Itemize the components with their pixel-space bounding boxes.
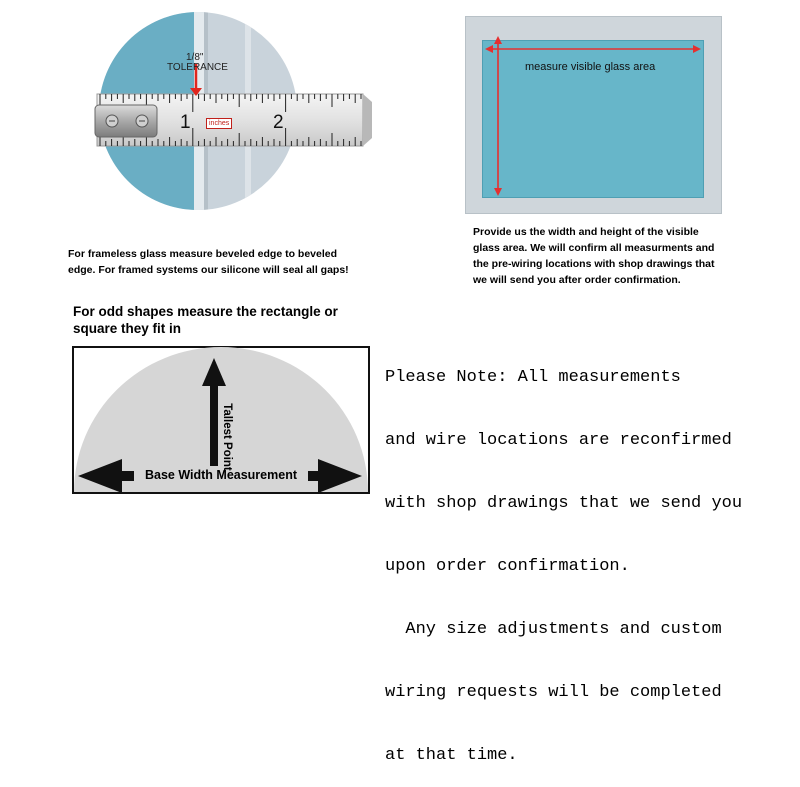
frameless-caption-line2: edge. For framed systems our silicone wi… — [68, 264, 349, 276]
glass-measure-arrows — [485, 36, 701, 196]
frameless-caption: For frameless glass measure beveled edge… — [68, 246, 428, 278]
note-line2: and wire locations are reconfirmed — [385, 431, 732, 450]
odd-shapes-line1: For odd shapes measure the rectangle or — [73, 304, 338, 319]
visible-glass — [482, 40, 704, 198]
note-line5: Any size adjustments and custom — [385, 620, 722, 639]
glass-area-label: measure visible glass area — [525, 61, 656, 73]
odd-shapes-heading: For odd shapes measure the rectangle or … — [73, 303, 383, 337]
glass-area-figure: measure visible glass area — [465, 16, 722, 214]
tape-number-1: 1 — [180, 112, 191, 133]
semicircle-diagram — [72, 346, 370, 494]
tape-units-label: inches — [206, 118, 233, 129]
note-line3: with shop drawings that we send you — [385, 494, 743, 513]
visible-area-caption-line2: glass area. We will confirm all measurme… — [473, 242, 715, 254]
visible-area-caption-line4: we will send you after order confirmatio… — [473, 274, 681, 286]
tape-measure-illustration — [94, 12, 372, 210]
please-note-block: Please Note: All measurements and wire l… — [385, 325, 742, 787]
tape-measure-figure: 1/8" TOLERANCE 1 2 inches — [90, 10, 372, 220]
note-line4: upon order confirmation. — [385, 557, 630, 576]
note-line7: at that time. — [385, 746, 518, 765]
width-arrow-right — [318, 459, 362, 493]
visible-area-caption-line3: the pre-wiring locations with shop drawi… — [473, 258, 715, 270]
tape-end-hook — [94, 104, 158, 138]
odd-shapes-line2: square they fit in — [73, 321, 182, 336]
tape-blade — [94, 93, 372, 147]
visible-area-caption: Provide us the width and height of the v… — [473, 224, 793, 288]
height-arrow — [202, 358, 226, 386]
width-arrow-left — [78, 459, 122, 493]
tape-number-2: 2 — [273, 112, 284, 133]
tolerance-label: TOLERANCE — [167, 62, 228, 73]
base-width-label: Base Width Measurement — [144, 468, 297, 482]
odd-shape-figure: Tallest Point Base Width Measurement — [72, 346, 370, 494]
note-line6: wiring requests will be completed — [385, 683, 722, 702]
visible-area-caption-line1: Provide us the width and height of the v… — [473, 226, 699, 238]
half-round-shape — [74, 347, 368, 492]
note-line1: Please Note: All measurements — [385, 368, 681, 387]
tolerance-fraction: 1/8" — [186, 52, 204, 63]
frameless-caption-line1: For frameless glass measure beveled edge… — [68, 248, 338, 260]
